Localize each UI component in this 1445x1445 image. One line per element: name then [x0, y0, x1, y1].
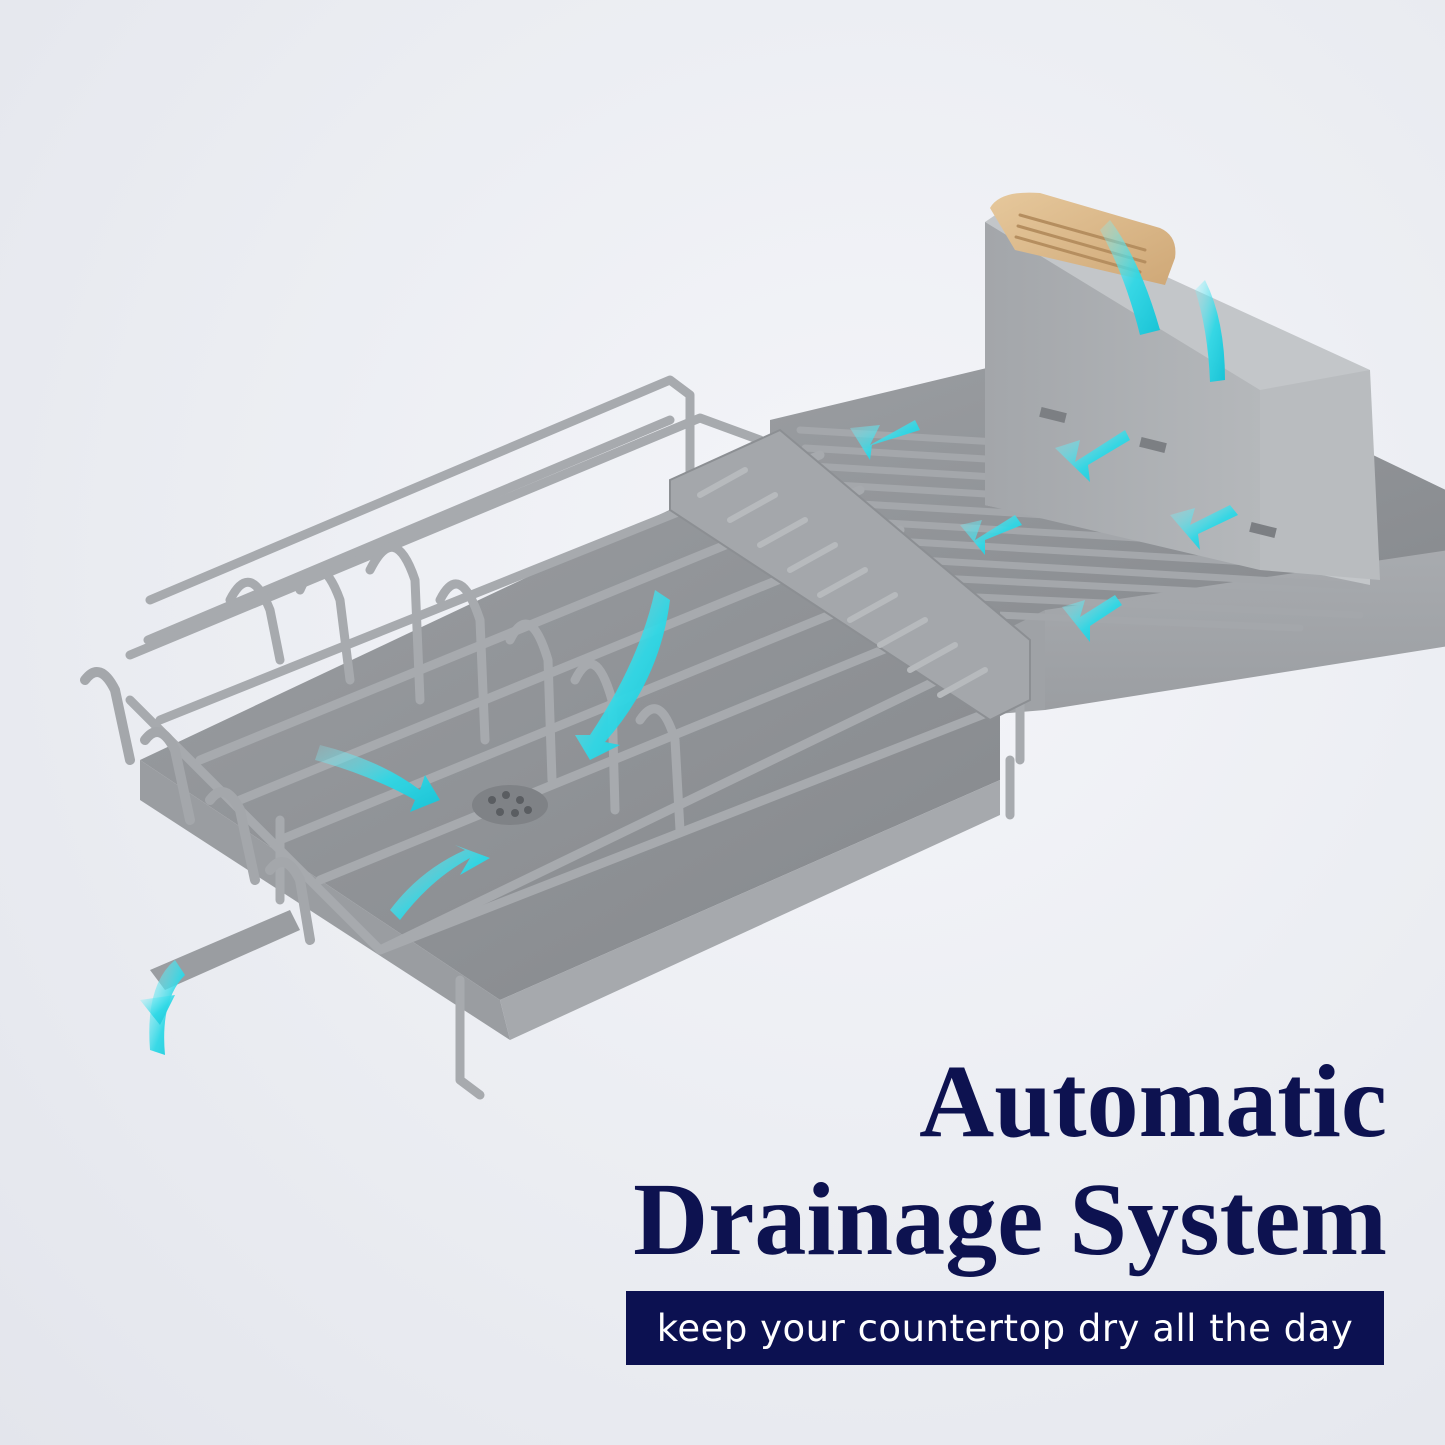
tagline-banner: keep your countertop dry all the day	[626, 1291, 1384, 1365]
drain-hole-icon	[472, 785, 548, 825]
utensil-holder	[985, 205, 1380, 585]
plate-slot-ribs	[697, 467, 988, 698]
drain-arrow-icon	[140, 220, 1238, 1055]
headline-automatic: Automatic	[919, 1044, 1387, 1159]
headline-drainage-system: Drainage System	[633, 1162, 1387, 1277]
cup-hooks	[80, 667, 315, 945]
tagline-text: keep your countertop dry all the day	[656, 1306, 1354, 1350]
drain-spout	[150, 910, 300, 990]
